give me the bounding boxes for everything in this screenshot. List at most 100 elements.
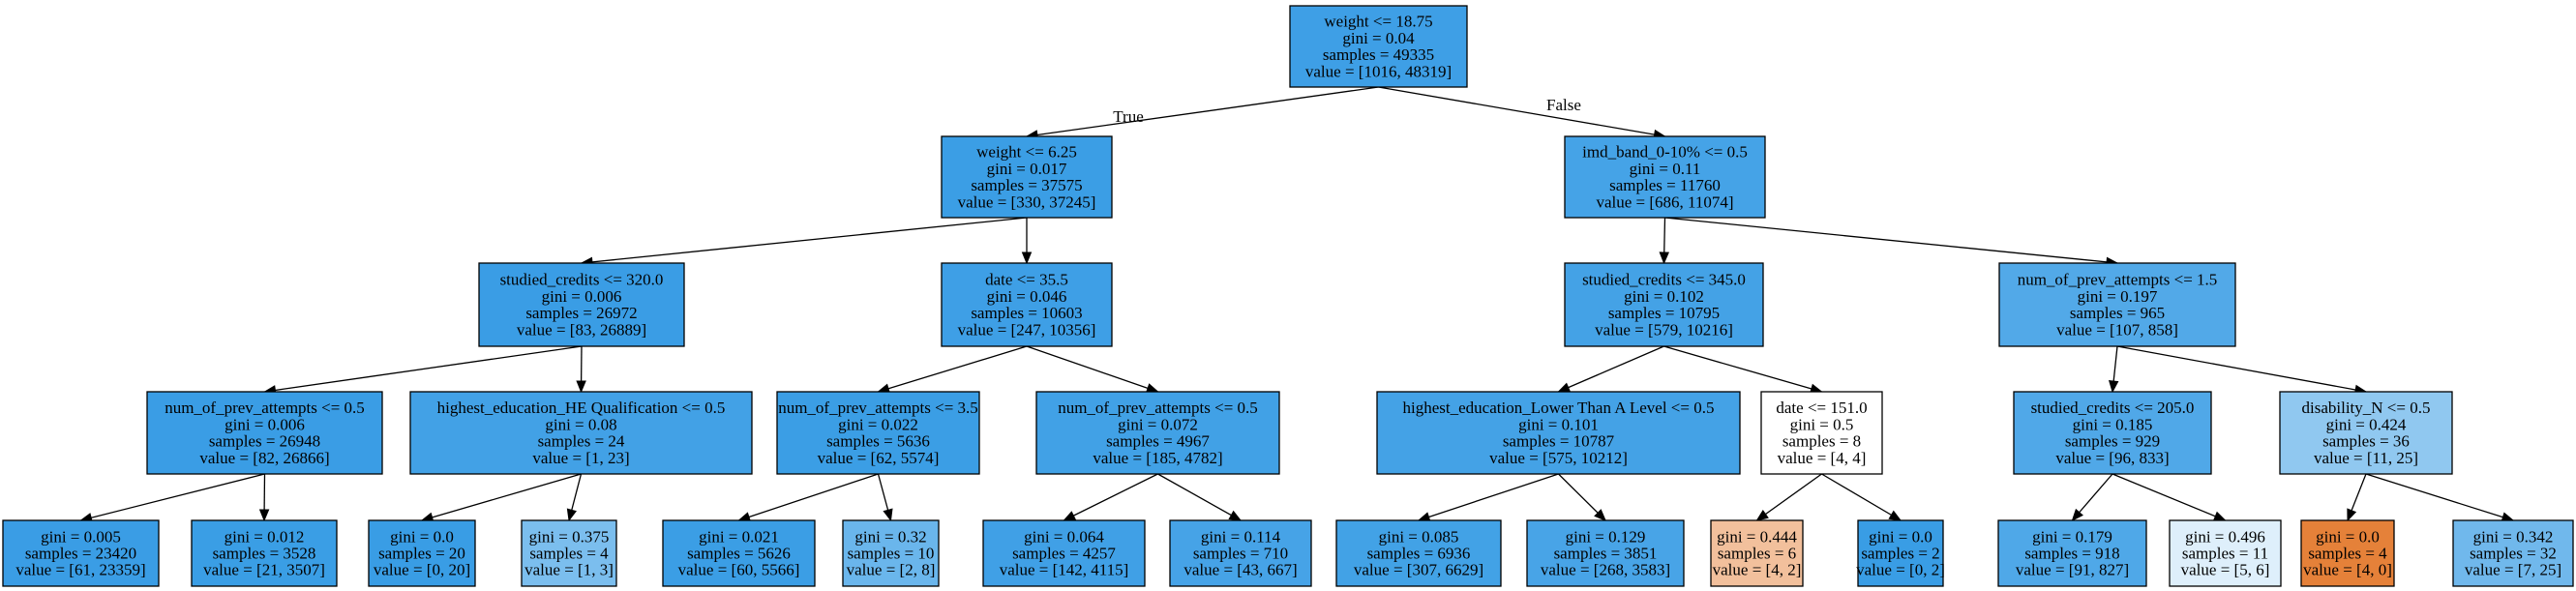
tree-edge-n14-n30 [2365, 473, 2514, 521]
node-text-line: samples = 4 [2308, 545, 2387, 563]
node-text-line: weight <= 6.25 [976, 143, 1077, 162]
tree-split-node-n11: highest_education_Lower Than A Level <= … [1376, 391, 1741, 475]
node-text-line: gini = 0.064 [1024, 527, 1104, 546]
node-text-line: disability_N <= 0.5 [2302, 399, 2431, 417]
node-text-line: gini = 0.08 [545, 415, 616, 433]
node-text-line: value = [43, 667] [1183, 561, 1297, 579]
node-text-line: gini = 0.32 [854, 527, 926, 546]
tree-edge-arrowhead [566, 508, 577, 522]
node-box [2013, 391, 2212, 475]
node-text-line: value = [107, 858] [2056, 320, 2178, 339]
node-box [941, 135, 1113, 219]
node-text-line: samples = 10787 [1503, 432, 1615, 451]
node-text-line: gini = 0.005 [41, 527, 121, 546]
node-box [2452, 519, 2574, 587]
node-box [662, 519, 816, 587]
node-text-line: samples = 929 [2065, 432, 2160, 451]
node-text-line: gini = 0.5 [1790, 415, 1854, 433]
node-box [1857, 519, 1944, 587]
node-text-line: value = [82, 26866] [199, 449, 329, 467]
node-text-line: value = [1, 23] [532, 449, 629, 467]
node-text-line: gini = 0.022 [838, 415, 918, 433]
node-text-line: gini = 0.101 [1518, 415, 1599, 433]
node-text-line: samples = 4967 [1106, 432, 1210, 451]
node-box [1998, 262, 2236, 347]
node-box [941, 262, 1113, 347]
node-text-line: samples = 6936 [1367, 545, 1471, 563]
node-text-line: gini = 0.11 [1630, 160, 1701, 178]
node-text-line: samples = 5626 [687, 545, 791, 563]
node-box [1335, 519, 1502, 587]
node-box [2279, 391, 2453, 475]
node-text-line: value = [91, 827] [2016, 561, 2129, 579]
node-text-line: samples = 10603 [971, 304, 1082, 322]
tree-edge-n4-n10 [1026, 345, 1158, 393]
tree-edge-n12-n26 [1821, 473, 1902, 521]
tree-edge-arrowhead [2212, 511, 2227, 521]
tree-edge-n4-n9 [878, 345, 1028, 393]
node-text-line: gini = 0.197 [2078, 287, 2158, 306]
node-text-line: samples = 20 [378, 545, 465, 563]
node-text-line: gini = 0.017 [987, 160, 1067, 178]
node-text-line: samples = 4 [529, 545, 609, 563]
tree-edge-arrowhead [2071, 508, 2083, 521]
node-text-line: gini = 0.424 [2326, 415, 2407, 433]
node-text-line: value = [1016, 48319] [1305, 62, 1452, 80]
node-text-line: value = [5, 6] [2181, 561, 2270, 579]
node-text-line: samples = 10 [848, 545, 935, 563]
node-text-line: value = [142, 4115] [1000, 561, 1129, 579]
node-text-line: num_of_prev_attempts <= 1.5 [2018, 271, 2218, 289]
node-text-line: samples = 710 [1193, 545, 1288, 563]
node-text-line: highest_education_Lower Than A Level <= … [1403, 399, 1715, 417]
tree-edge-n2-n6 [1664, 217, 2118, 264]
node-text-line: gini = 0.375 [529, 527, 610, 546]
node-text-line: value = [247, 10356] [958, 320, 1096, 339]
tree-edge-n5-n11 [1558, 345, 1664, 393]
node-text-line: value = [4, 0] [2303, 561, 2392, 579]
tree-edge-arrowhead [1594, 509, 1606, 521]
node-text-line: studied_credits <= 345.0 [1582, 271, 1746, 289]
node-text-line: samples = 10795 [1608, 304, 1720, 322]
node-text-line: imd_band_0-10% <= 0.5 [1582, 143, 1748, 162]
node-text-line: gini = 0.0 [390, 527, 454, 546]
node-text-line: value = [185, 4782] [1093, 449, 1222, 467]
tree-edge-n7-n15 [80, 473, 265, 521]
node-box [521, 519, 617, 587]
tree-edge-arrowhead [2347, 508, 2357, 522]
node-box [1035, 391, 1280, 475]
node-text-line: gini = 0.102 [1624, 287, 1704, 306]
edge-label-true: True [1113, 107, 1144, 126]
tree-edge-n8-n17 [421, 473, 582, 521]
node-text-line: num_of_prev_attempts <= 0.5 [165, 399, 365, 417]
node-text-line: value = [21, 3507] [203, 561, 325, 579]
tree-edge-arrowhead [1659, 251, 1669, 265]
node-text-line: num_of_prev_attempts <= 3.5 [778, 399, 978, 417]
node-text-line: highest_education_HE Qualification <= 0.… [437, 399, 726, 417]
node-text-line: samples = 11760 [1609, 176, 1721, 194]
node-box [2300, 519, 2395, 587]
node-text-line: value = [7, 25] [2465, 561, 2561, 579]
node-text-line: value = [1, 3] [524, 561, 614, 579]
node-text-line: samples = 26948 [209, 432, 320, 451]
node-box [1526, 519, 1685, 587]
node-box [2, 519, 160, 587]
node-text-line: studied_credits <= 320.0 [500, 271, 664, 289]
tree-edge-arrowhead [576, 380, 586, 394]
node-box [2169, 519, 2282, 587]
node-text-line: value = [268, 3583] [1541, 561, 1670, 579]
node-text-line: value = [330, 37245] [958, 192, 1096, 211]
